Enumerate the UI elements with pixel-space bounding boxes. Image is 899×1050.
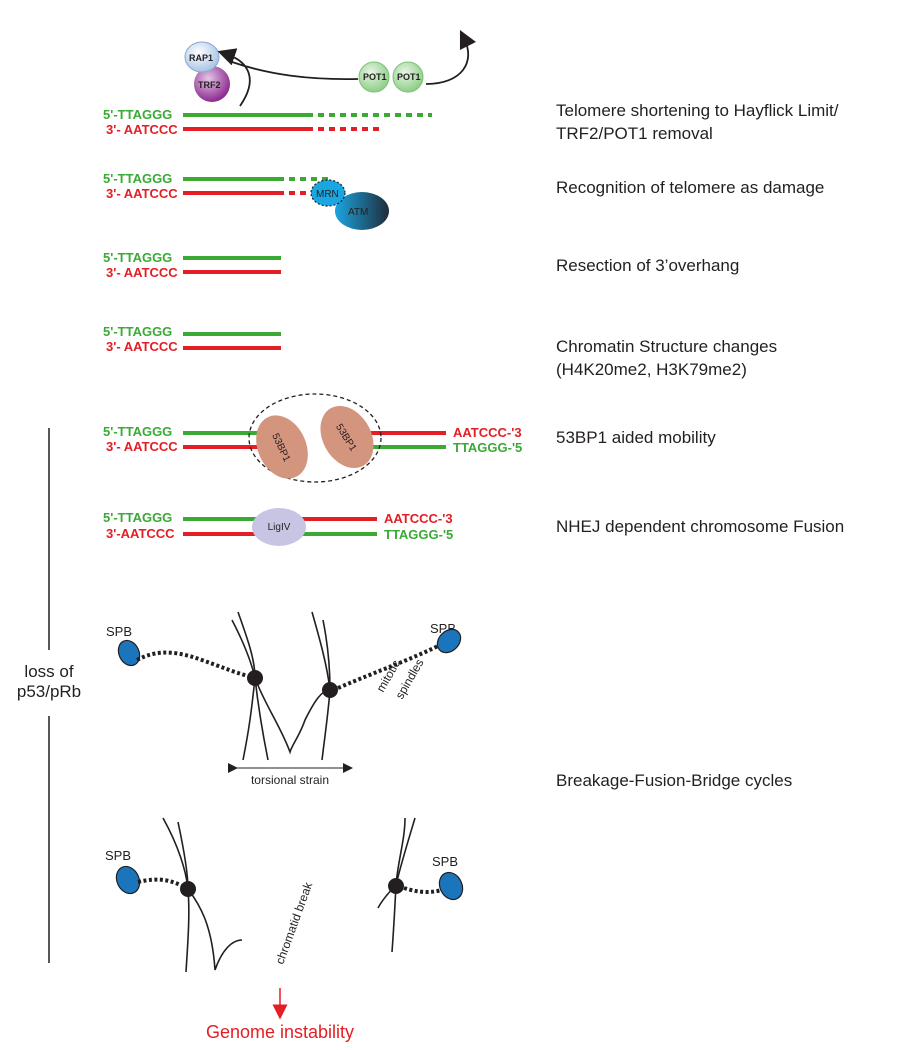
mrn-protein — [310, 179, 346, 207]
strand1-top-label: 5'-TTAGGG — [103, 107, 172, 122]
spb-right-top — [436, 628, 462, 654]
pot1-removal-line — [231, 61, 359, 81]
spb-left-bottom-label: SPB — [105, 848, 131, 863]
strand6-right-top-label: AATCCC-'3 — [384, 511, 453, 526]
step2-strands: 5'-TTAGGG 3'- AATCCC ATM MRN — [103, 171, 389, 230]
step3-strands: 5'-TTAGGG 3'- AATCCC — [103, 250, 281, 280]
step5-text: 53BP1 aided mobility — [556, 428, 716, 447]
strand4-bottom-label: 3'- AATCCC — [106, 339, 178, 354]
step3-text: Resection of 3’overhang — [556, 256, 739, 275]
chromatid-left-2 — [231, 619, 256, 761]
trf2-removal-arrow — [217, 48, 251, 107]
centromere-right-bottom — [388, 878, 404, 894]
strand2-top-label: 5'-TTAGGG — [103, 171, 172, 186]
side-label-line2: p53/pRb — [17, 682, 81, 701]
chromatid-break-label: chromatid break — [273, 879, 316, 966]
step6-text: NHEJ dependent chromosome Fusion — [556, 517, 844, 536]
rap1-label: RAP1 — [189, 53, 213, 63]
spb-left-top — [117, 639, 141, 667]
trf2-label: TRF2 — [198, 80, 221, 90]
strand6-bottom-label: 3'-AATCCC — [106, 526, 175, 541]
pot1-removal-arrow — [425, 29, 477, 85]
ligiv-label: LigIV — [268, 522, 291, 533]
spindle-right-top — [337, 643, 441, 690]
pot1-label-a: POT1 — [363, 72, 387, 82]
centromere-left-bottom — [180, 881, 196, 897]
step2-text: Recognition of telomere as damage — [556, 178, 824, 197]
spindle-left-top — [136, 650, 256, 680]
spb-left-bottom — [115, 865, 141, 895]
side-label-line1: loss of — [24, 662, 73, 681]
53bp1-dashed-boundary — [248, 393, 382, 483]
strand5-top-label: 5'-TTAGGG — [103, 424, 172, 439]
atm-label: ATM — [348, 207, 368, 218]
ligiv-protein — [252, 508, 306, 546]
pot1-protein-b — [392, 61, 424, 93]
spb-right-bottom-label: SPB — [432, 854, 458, 869]
step4-text-line2: (H4K20me2, H3K79me2) — [556, 360, 747, 379]
centromere-left-top — [247, 670, 263, 686]
pot1-label-b: POT1 — [397, 72, 421, 82]
step4-strands: 5'-TTAGGG 3'- AATCCC — [103, 324, 281, 354]
shelterin-proteins: TRF2 RAP1 POT1 POT1 — [184, 29, 477, 107]
strand6-right-bottom-label: TTAGGG-'5 — [384, 527, 453, 542]
chromatid-bl-2 — [177, 821, 243, 971]
step6-strands: 5'-TTAGGG 3'-AATCCC LigIV AATCCC-'3 TTAG… — [103, 508, 453, 546]
strand5-right-top-label: AATCCC-'3 — [453, 425, 522, 440]
strand5-right-bottom-label: TTAGGG-'5 — [453, 440, 522, 455]
step5-strands: 5'-TTAGGG 3'- AATCCC AATCCC-'3 TTAGGG-'5… — [103, 393, 522, 483]
strand3-bottom-label: 3'- AATCCC — [106, 265, 178, 280]
chromatid-left-1 — [237, 611, 269, 761]
step7-text: Breakage-Fusion-Bridge cycles — [556, 771, 792, 790]
spindle-right-bottom — [403, 886, 443, 895]
step1-text-line2: TRF2/POT1 removal — [556, 124, 713, 143]
strand4-top-label: 5'-TTAGGG — [103, 324, 172, 339]
pot1-protein-a — [358, 61, 390, 93]
chromatid-br-1 — [377, 817, 416, 909]
step4-text-line1: Chromatin Structure changes — [556, 337, 777, 356]
strand6-top-label: 5'-TTAGGG — [103, 510, 172, 525]
step1-text-line1: Telomere shortening to Hayflick Limit/ — [556, 101, 839, 120]
spb-left-top-label: SPB — [106, 624, 132, 639]
strand5-bottom-label: 3'- AATCCC — [106, 439, 178, 454]
strand2-bottom-label: 3'- AATCCC — [106, 186, 178, 201]
chromatid-bridge — [254, 677, 331, 755]
53bp1-protein-b — [320, 406, 374, 468]
step1-strands: 5'-TTAGGG 3'- AATCCC — [103, 107, 432, 137]
atm-protein — [335, 192, 389, 230]
bfb-top-panel: SPB SPB mitotic spindles torsional strai… — [106, 611, 462, 787]
mrn-label: MRN — [316, 189, 339, 200]
strand3-top-label: 5'-TTAGGG — [103, 250, 172, 265]
spb-right-bottom — [438, 871, 464, 901]
strand1-bottom-label: 3'- AATCCC — [106, 122, 178, 137]
outcome-label: Genome instability — [206, 1022, 354, 1042]
torsional-strain-label: torsional strain — [251, 773, 329, 787]
trf2-protein — [194, 66, 230, 102]
bfb-bottom-panel: SPB SPB chromatid break — [105, 817, 464, 973]
centromere-right-top — [322, 682, 338, 698]
53bp1-protein-a — [256, 415, 308, 479]
